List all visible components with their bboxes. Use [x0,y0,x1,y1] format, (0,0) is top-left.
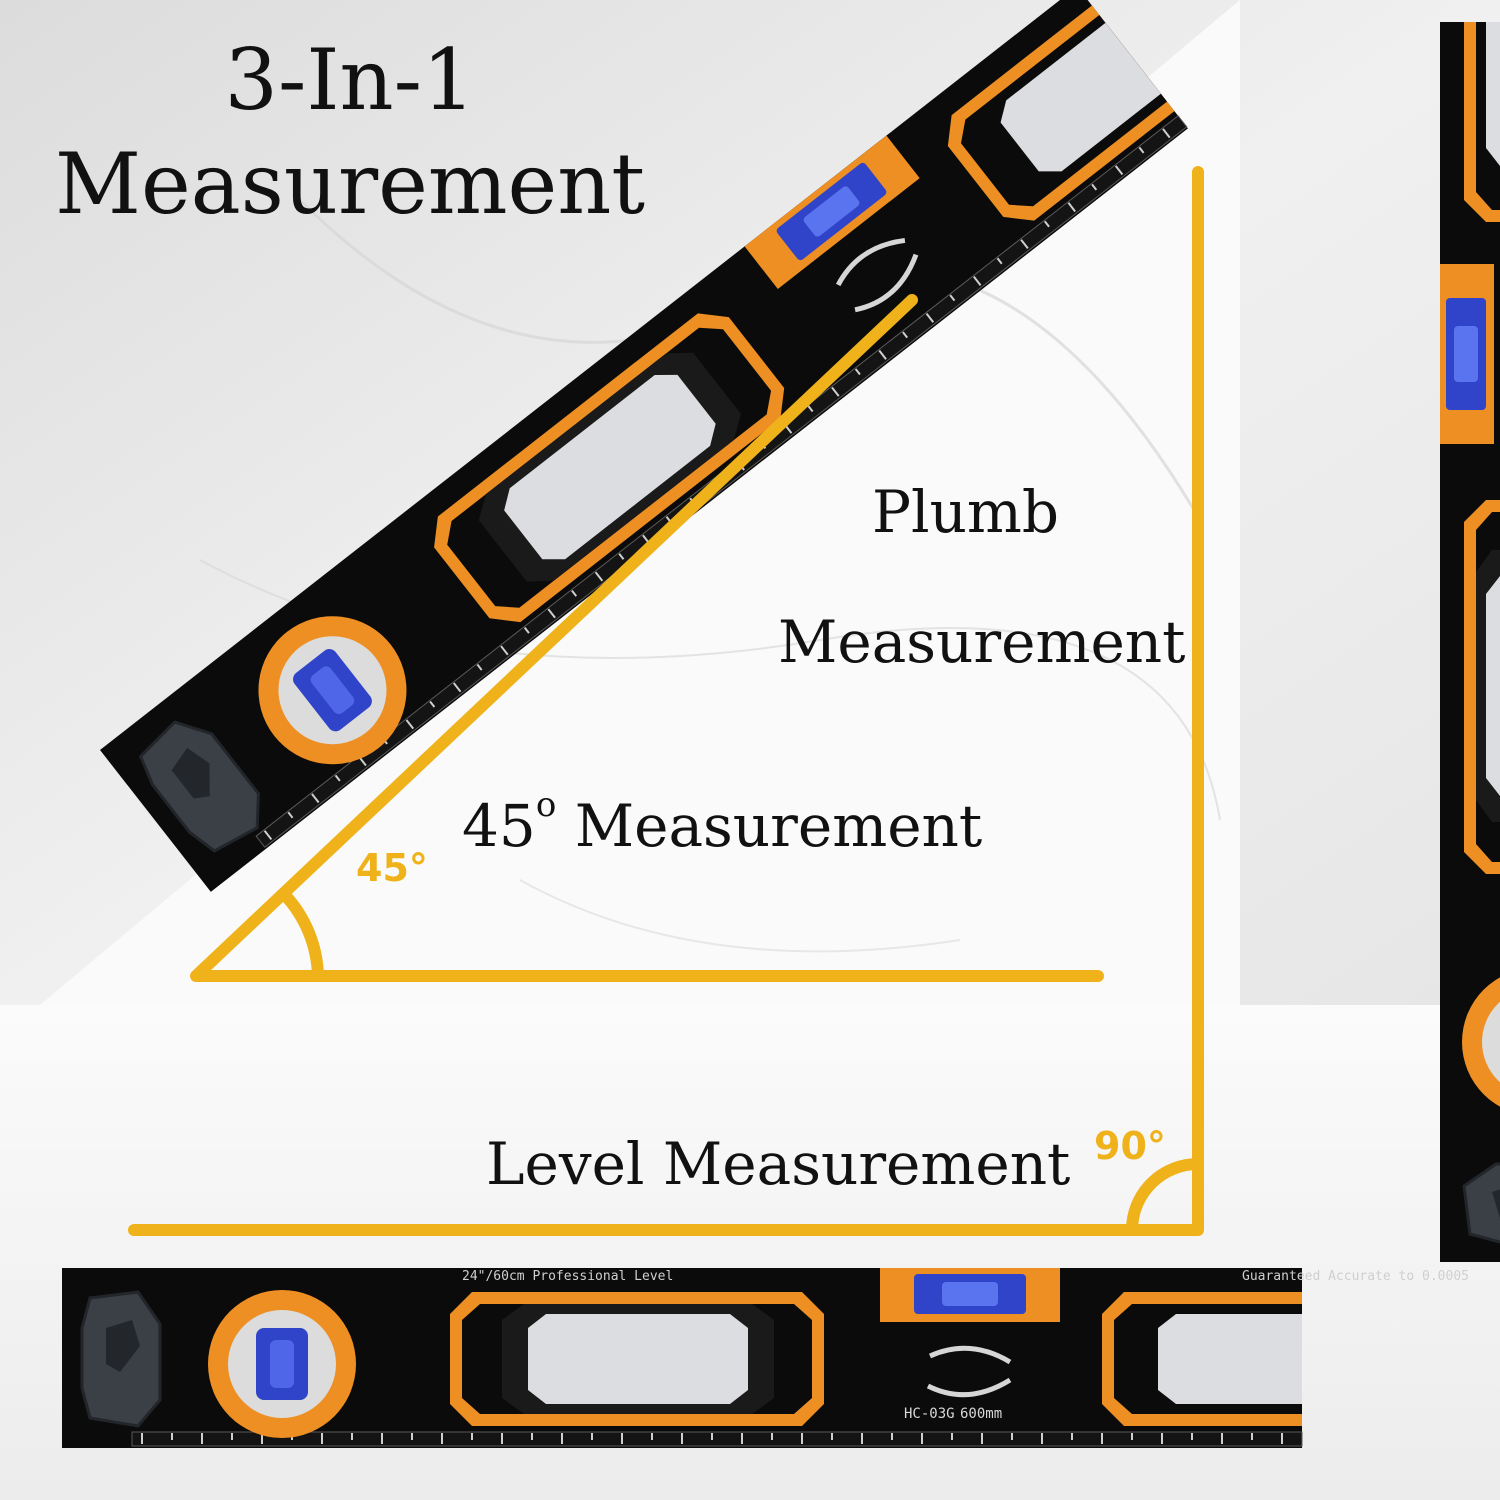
headline-title: 3-In-1 Measurement [40,28,660,236]
level-accuracy-text: Guaranteed Accurate to 0.0005 [1242,1269,1469,1284]
level-model-text: HC-03G [904,1406,955,1422]
angle-measurement-label: 45o Measurement [462,785,983,860]
vertical-level-tool [1440,22,1500,1262]
headline-line-2: Measurement [54,135,646,233]
angle-measurement-number: 45 [462,792,536,860]
headline-line-1: 3-In-1 [224,31,476,129]
plumb-label-line-2: Measurement [778,608,1186,676]
plumb-label-line-1: Plumb [872,478,1060,546]
level-description-text: 24"/60cm Professional Level [462,1269,673,1284]
horizontal-level-tool: 24"/60cm Professional Level Guaranteed A… [62,1268,1469,1448]
level-size-text: 600mm [960,1406,1002,1422]
level-measurement-label: Level Measurement [486,1130,1071,1198]
angle-triangle-45 [190,294,1104,982]
angle-90-label: 90° [1094,1124,1166,1168]
angle-45-label: 45° [356,846,428,890]
angle-measurement-text: Measurement [556,792,983,860]
degree-mark: o [535,784,557,825]
angle-right-90 [128,166,1204,1236]
